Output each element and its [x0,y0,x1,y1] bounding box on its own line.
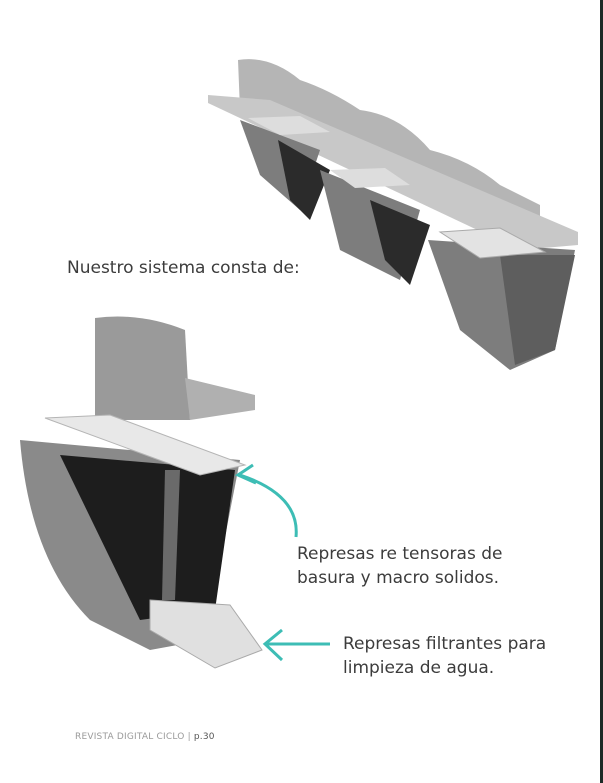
callout-retention-dams: Represas re tensoras de basura y macro s… [297,542,502,590]
arrow-head-icon [262,628,284,662]
arrow-head-icon [234,463,257,485]
callout-line: Represas filtrantes para [343,634,547,654]
callout-line: limpieza de agua. [343,658,495,678]
page-edge-strip [600,0,603,783]
page-number: p.30 [193,732,215,742]
module-row-render [208,59,578,370]
callout-line: Represas re tensoras de [297,544,503,564]
single-module-render [20,316,263,669]
footer-separator: | [187,732,191,742]
arrow-icon [239,473,298,538]
callout-filter-dams: Represas filtrantes para limpieza de agu… [343,632,546,680]
page-footer: REVISTA DIGITAL CICLO | p.30 [75,732,215,742]
intro-heading: Nuestro sistema consta de: [67,258,300,278]
callout-line: basura y macro solidos. [297,568,500,588]
magazine-name: REVISTA DIGITAL CICLO [75,732,185,742]
